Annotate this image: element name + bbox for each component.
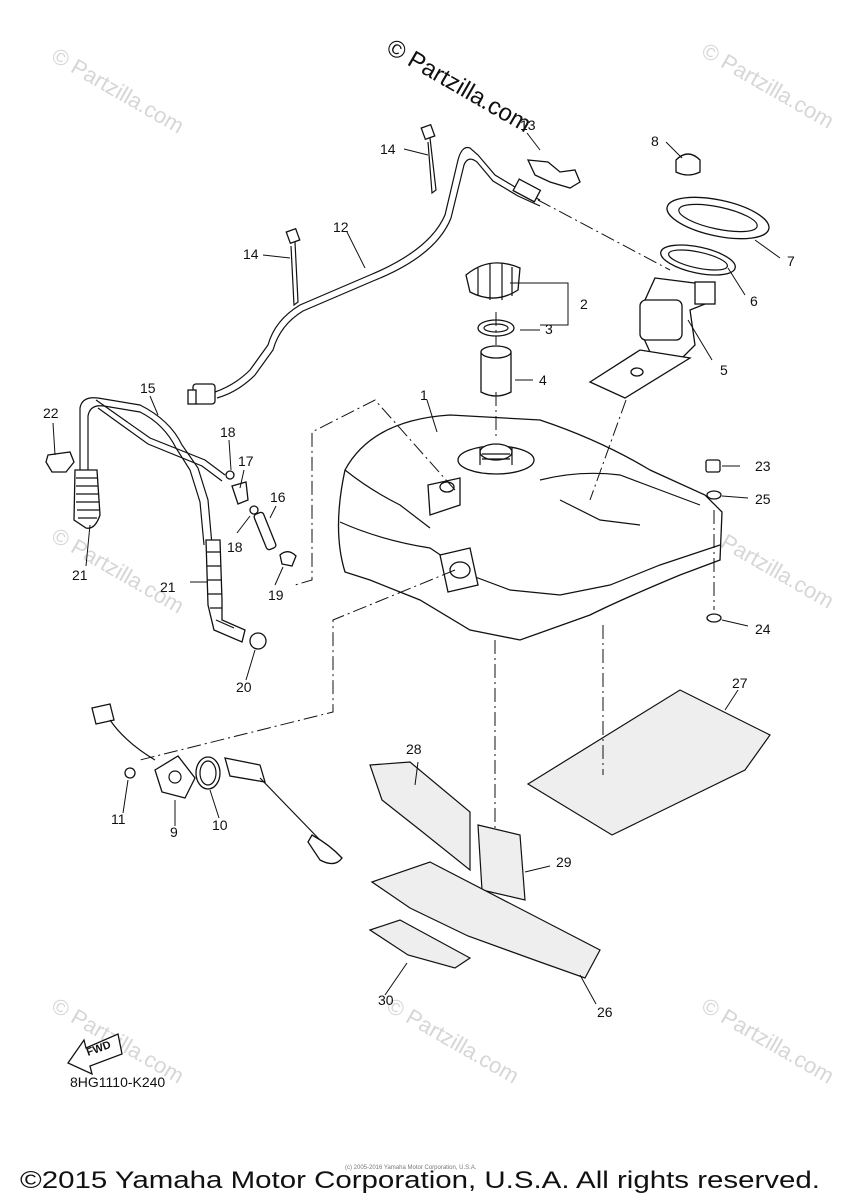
fuel-cap-2 (465, 262, 521, 300)
callout-10: 10 (212, 817, 228, 833)
copyright-notice: ©2015 Yamaha Motor Corporation, U.S.A. A… (20, 1167, 820, 1194)
callout-28: 28 (406, 741, 422, 757)
callout-29: 29 (556, 854, 572, 870)
fuel-tank-1 (337, 414, 723, 641)
clamp-18a (225, 470, 235, 480)
callout-18a: 18 (220, 424, 236, 440)
callout-numbers: 1 2 3 4 5 6 7 8 9 10 11 12 13 14 14 15 1… (43, 117, 795, 1020)
callout-21a: 21 (72, 567, 88, 583)
callout-19: 19 (268, 587, 284, 603)
callout-20: 20 (236, 679, 252, 695)
screw-11 (124, 767, 136, 779)
callout-4: 4 (539, 372, 547, 388)
callout-6: 6 (750, 293, 758, 309)
callout-8: 8 (651, 133, 659, 149)
callout-13: 13 (520, 117, 536, 133)
clamp-20 (249, 632, 267, 650)
callout-7: 7 (787, 253, 795, 269)
sheet-29 (477, 824, 526, 901)
sender-cover-9 (154, 755, 196, 799)
bracket-13 (526, 159, 581, 189)
protector-30 (368, 919, 472, 969)
callout-5: 5 (720, 362, 728, 378)
sheet-28 (369, 761, 471, 872)
watermark: © Partzilla.com (698, 993, 839, 1089)
callout-17: 17 (238, 453, 254, 469)
callout-1: 1 (420, 387, 428, 403)
callout-24: 24 (755, 621, 771, 637)
callout-14b: 14 (243, 246, 259, 262)
washer-25 (706, 490, 722, 500)
plate-7 (666, 196, 770, 240)
clamp-19 (279, 551, 297, 567)
fuel-pump-5 (588, 277, 716, 399)
watermark: © Partzilla.com (698, 38, 839, 134)
bolt-23 (705, 459, 721, 473)
protector-27 (526, 689, 771, 836)
diagram-code: 8HG1110-K240 (70, 1074, 165, 1090)
callout-23: 23 (755, 458, 771, 474)
callout-12: 12 (333, 219, 349, 235)
clamp-18b (249, 505, 259, 515)
callout-25: 25 (755, 491, 771, 507)
fuel-sender-float (224, 757, 343, 865)
callout-16: 16 (270, 489, 286, 505)
seal-3 (477, 319, 515, 337)
fine-print: (c) 2005-2016 Yamaha Motor Corporation, … (345, 1165, 477, 1171)
protector-26 (370, 861, 601, 979)
pipe-16 (253, 511, 277, 551)
filler-neck-4 (480, 345, 512, 397)
washer-24 (706, 613, 722, 623)
gasket-6 (660, 244, 736, 276)
callout-3: 3 (545, 321, 553, 337)
cable-tie-14a (420, 123, 437, 195)
watermark: © Partzilla.com (48, 43, 189, 139)
breather-hose-15 (79, 397, 226, 546)
assembly-lines (139, 199, 715, 830)
hose-guard-21b (205, 539, 246, 643)
callout-27: 27 (732, 675, 748, 691)
leader-lines (52, 132, 781, 1005)
callout-14a: 14 (380, 141, 396, 157)
callout-15: 15 (140, 380, 156, 396)
callout-22: 22 (43, 405, 59, 421)
callout-2: 2 (580, 296, 588, 312)
watermark: © Partzilla.com (48, 523, 189, 619)
fuel-hose-12 (187, 146, 542, 405)
gasket-10 (195, 756, 221, 790)
watermark-top: © Partzilla.com (382, 34, 536, 138)
callout-18b: 18 (227, 539, 243, 555)
sender-connector (91, 703, 156, 761)
cap-8 (675, 153, 701, 176)
hose-guard-21a (73, 469, 101, 529)
clip-22 (45, 451, 75, 473)
fitting-17 (231, 481, 249, 505)
cable-tie-14b (285, 227, 301, 307)
callout-21b: 21 (160, 579, 176, 595)
callout-11: 11 (111, 811, 126, 827)
callout-26: 26 (597, 1004, 613, 1020)
callout-9: 9 (170, 824, 178, 840)
watermark: © Partzilla.com (383, 993, 524, 1089)
callout-30: 30 (378, 992, 394, 1008)
fwd-arrow-icon: FWD (67, 1033, 123, 1076)
